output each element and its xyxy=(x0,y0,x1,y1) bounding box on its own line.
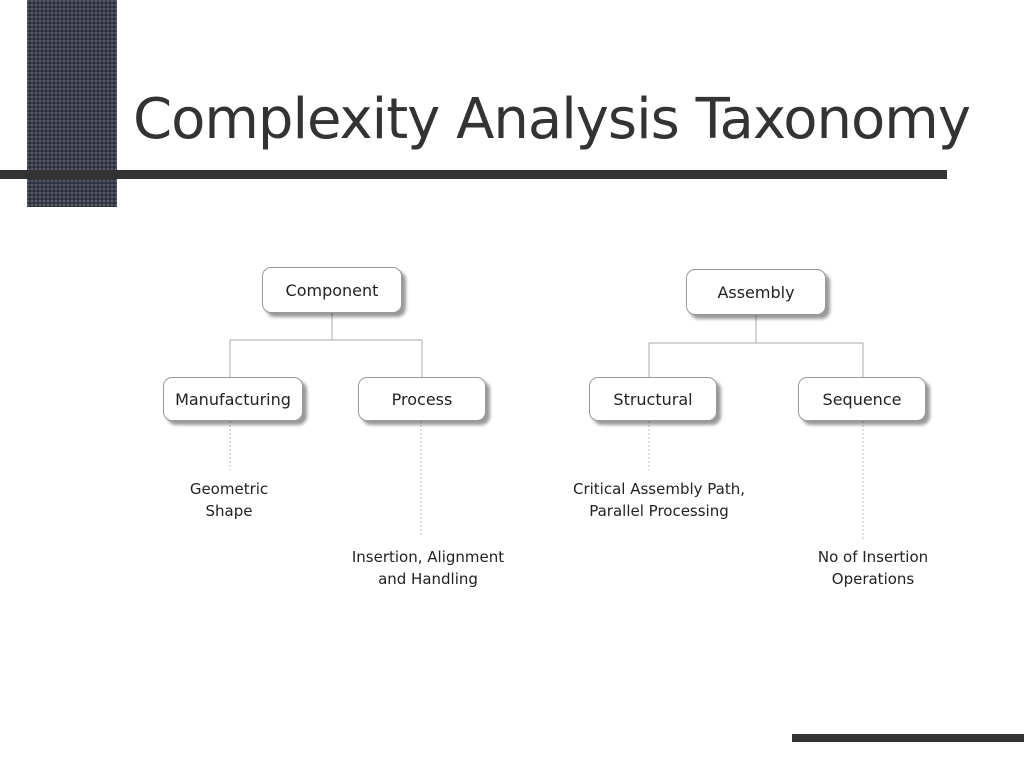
bottom-accent-rule xyxy=(792,734,1024,742)
leaf-sequence-line-2: Operations xyxy=(831,570,915,588)
leaf-manufacturing-line-2: Shape xyxy=(205,502,253,520)
leaf-connectors xyxy=(229,421,864,540)
slide-title: Complexity Analysis Taxonomy xyxy=(133,87,971,152)
leaf-structural: Critical Assembly Path, Parallel Process… xyxy=(539,478,779,522)
node-assembly-label: Assembly xyxy=(717,282,795,302)
component-connectors xyxy=(229,313,423,377)
leaf-structural-line-1: Critical Assembly Path, xyxy=(572,480,746,498)
node-sequence: Sequence xyxy=(798,377,926,421)
leaf-process: Insertion, Alignment and Handling xyxy=(318,546,538,590)
leaf-manufacturing: Geometric Shape xyxy=(139,478,319,522)
node-component-label: Component xyxy=(285,280,379,300)
node-component: Component xyxy=(262,267,402,313)
node-process-label: Process xyxy=(391,389,453,409)
leaf-sequence-line-1: No of Insertion xyxy=(817,548,929,566)
leaf-process-line-2: and Handling xyxy=(378,570,478,588)
node-sequence-label: Sequence xyxy=(822,389,902,409)
node-manufacturing-label: Manufacturing xyxy=(175,389,291,409)
node-process: Process xyxy=(358,377,486,421)
leaf-process-line-1: Insertion, Alignment xyxy=(351,548,505,566)
node-assembly: Assembly xyxy=(686,269,826,315)
node-structural: Structural xyxy=(589,377,717,421)
leaf-structural-line-2: Parallel Processing xyxy=(589,502,729,520)
node-structural-label: Structural xyxy=(613,389,693,409)
title-underline-rule xyxy=(0,170,947,179)
leaf-sequence: No of Insertion Operations xyxy=(773,546,973,590)
leaf-manufacturing-line-1: Geometric xyxy=(189,480,269,498)
node-manufacturing: Manufacturing xyxy=(163,377,303,421)
assembly-connectors xyxy=(648,315,864,377)
